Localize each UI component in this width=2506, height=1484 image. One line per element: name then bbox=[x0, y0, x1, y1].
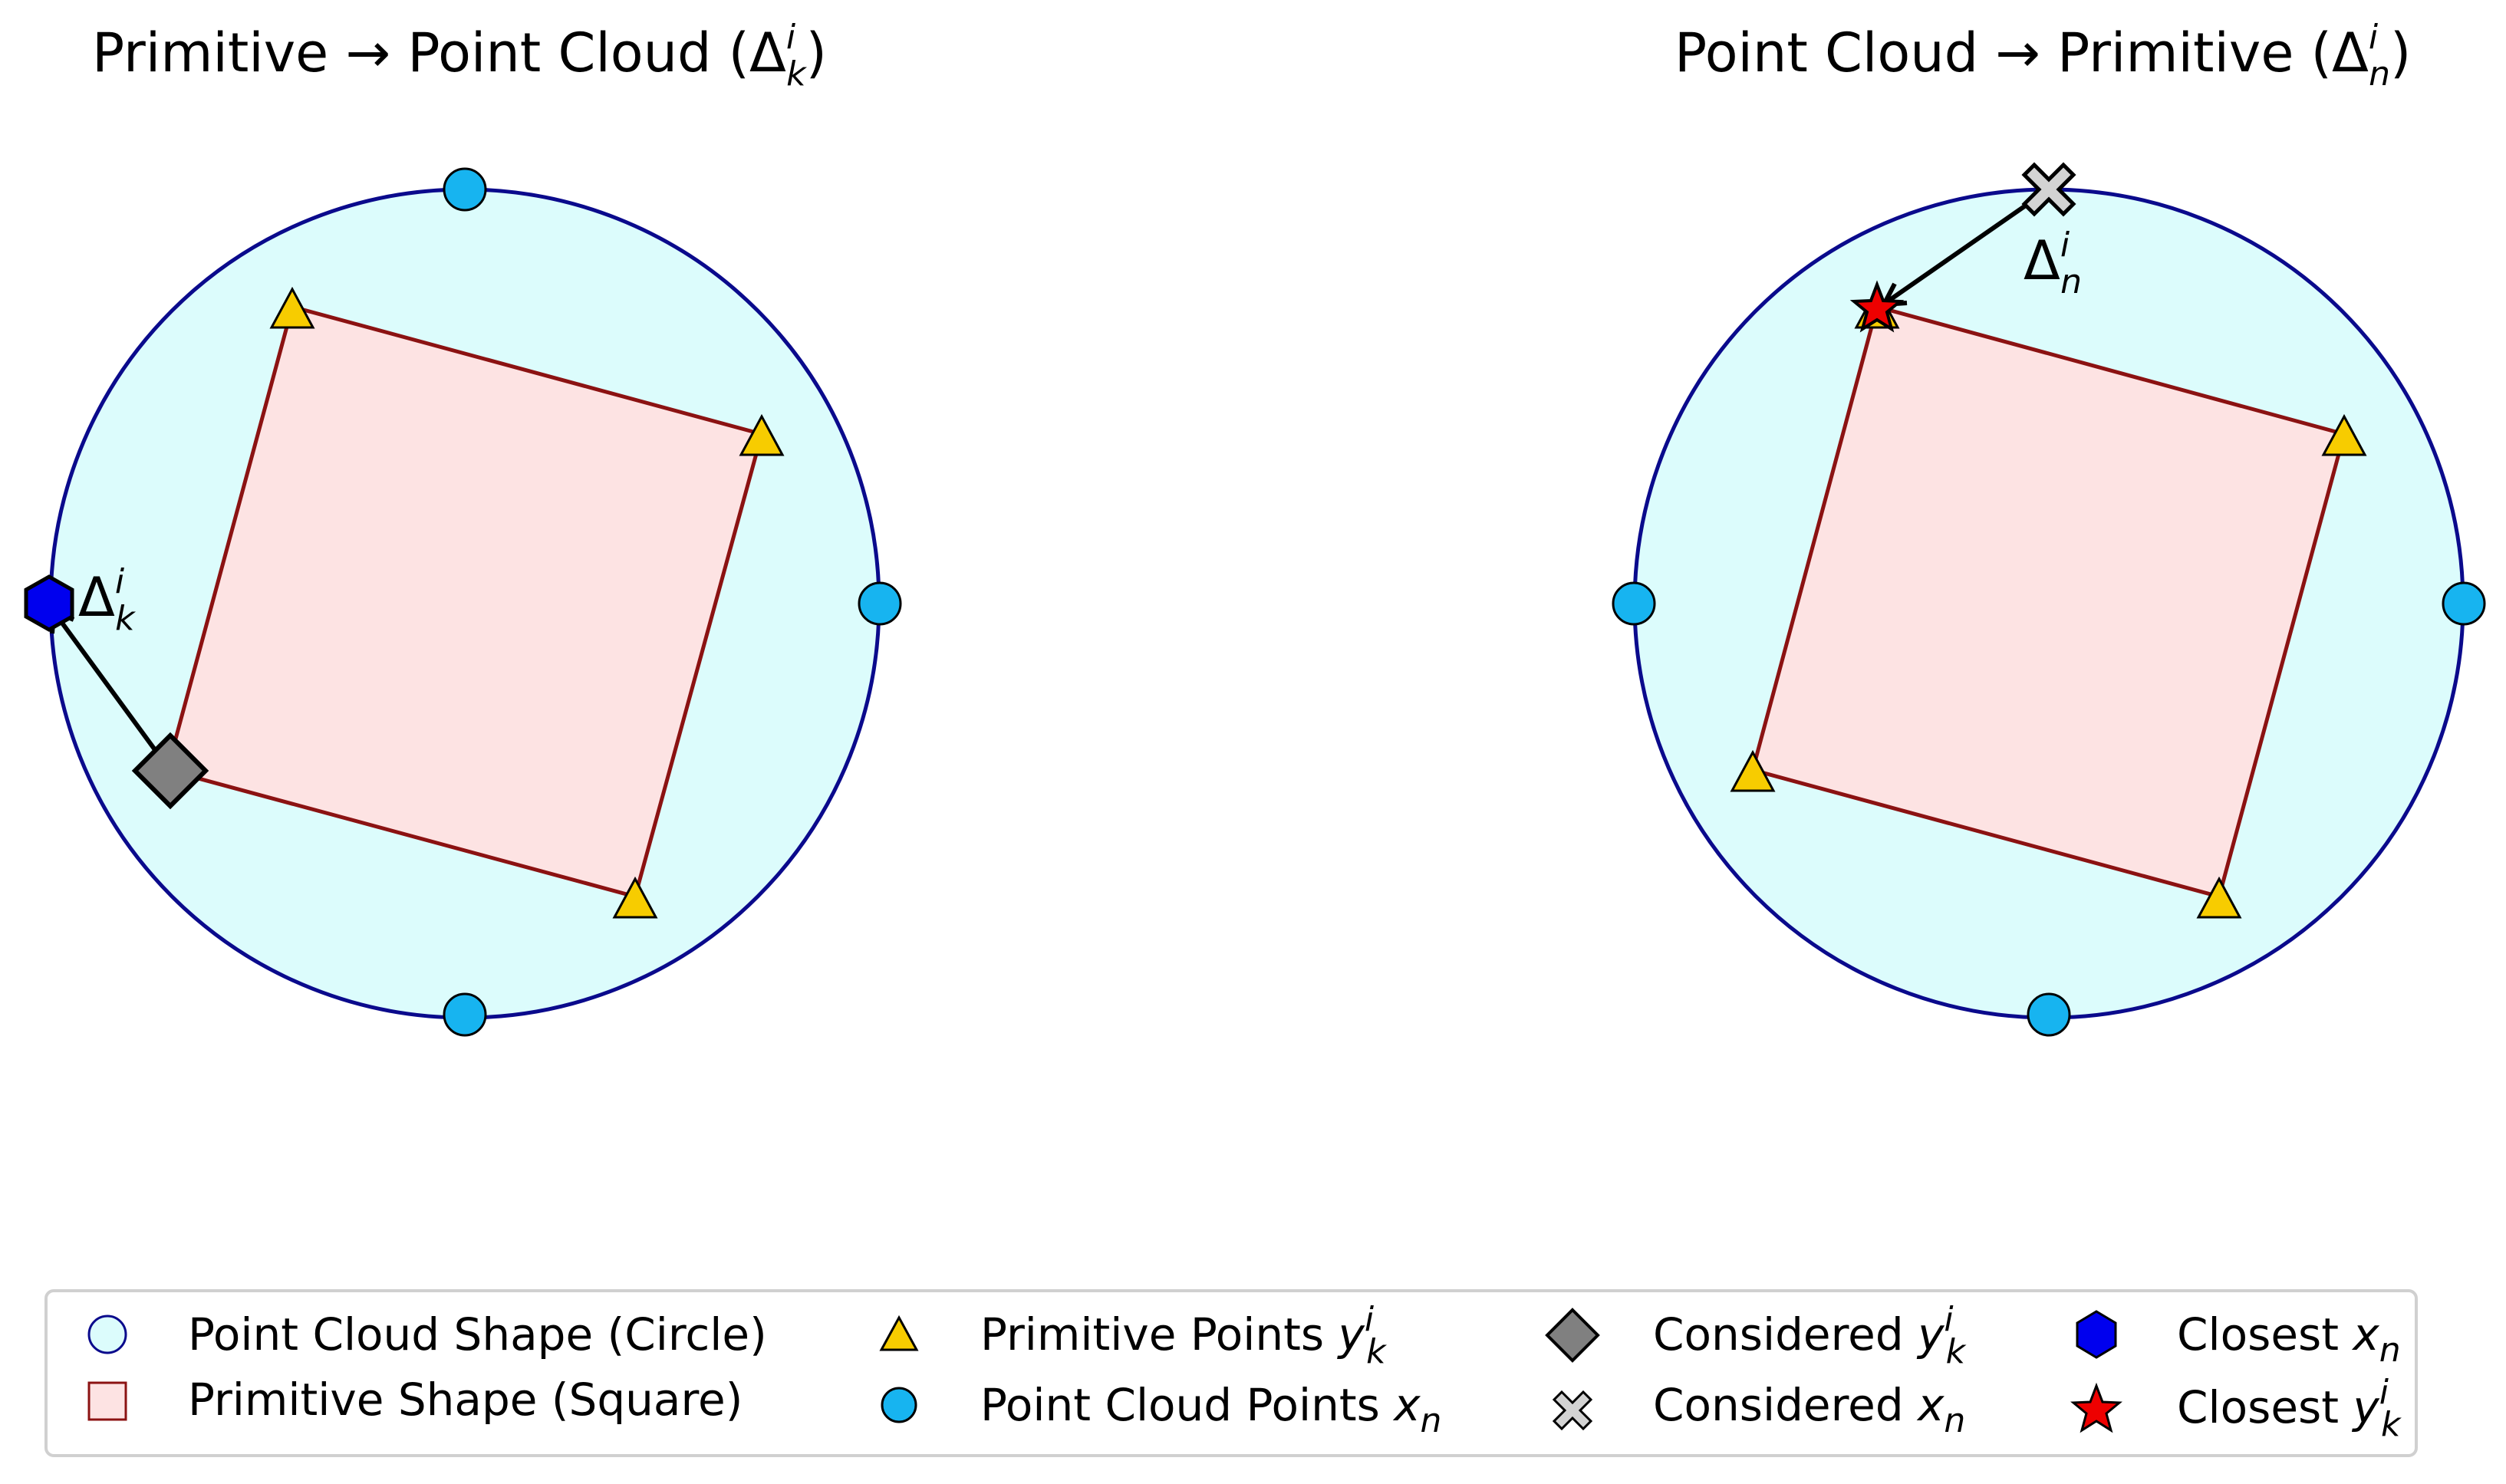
legend-triangle-icon bbox=[879, 1315, 919, 1351]
legend-closest-x-label: Closest xn bbox=[2177, 1308, 2401, 1370]
legend-considered-x-label: Considered xn bbox=[1653, 1379, 1965, 1440]
primitive-point-marker bbox=[269, 286, 315, 329]
legend-circle-icon bbox=[87, 1315, 127, 1354]
cloud-point-marker bbox=[2027, 992, 2071, 1037]
considered-y-marker bbox=[131, 732, 209, 810]
delta-arrow-right bbox=[1884, 187, 2050, 305]
primitive-point-marker bbox=[612, 876, 658, 919]
cloud-point-marker bbox=[443, 992, 487, 1037]
primitive-point-marker bbox=[1730, 749, 1776, 792]
considered-x-marker bbox=[2021, 162, 2076, 217]
primitive-point-marker bbox=[739, 413, 785, 456]
legend-cloud-point-icon bbox=[881, 1387, 917, 1423]
cloud-point-marker bbox=[2442, 581, 2486, 626]
closest-y-marker bbox=[1849, 280, 1905, 333]
legend-considered-y-icon bbox=[1545, 1308, 1600, 1363]
legend-cloud-points-label: Point Cloud Points xn bbox=[980, 1379, 1441, 1440]
cloud-point-marker bbox=[858, 581, 902, 626]
cloud-point-marker bbox=[1612, 581, 1656, 626]
primitive-point-marker bbox=[2196, 876, 2242, 919]
legend-circle-label: Point Cloud Shape (Circle) bbox=[188, 1308, 767, 1361]
legend-frame bbox=[44, 1289, 2418, 1457]
legend-square-icon bbox=[87, 1381, 127, 1421]
closest-x-marker bbox=[24, 574, 74, 632]
legend-closest-x-icon bbox=[2076, 1310, 2117, 1359]
legend-considered-x-icon bbox=[1552, 1390, 1593, 1431]
legend-closest-y-icon bbox=[2070, 1382, 2122, 1433]
primitive-point-marker bbox=[2321, 413, 2367, 456]
legend: Point Cloud Shape (Circle) Primitive Sha… bbox=[44, 1289, 2418, 1457]
legend-square-label: Primitive Shape (Square) bbox=[188, 1374, 743, 1426]
delta-arrow-left bbox=[53, 612, 173, 772]
cloud-point-marker bbox=[443, 167, 487, 212]
